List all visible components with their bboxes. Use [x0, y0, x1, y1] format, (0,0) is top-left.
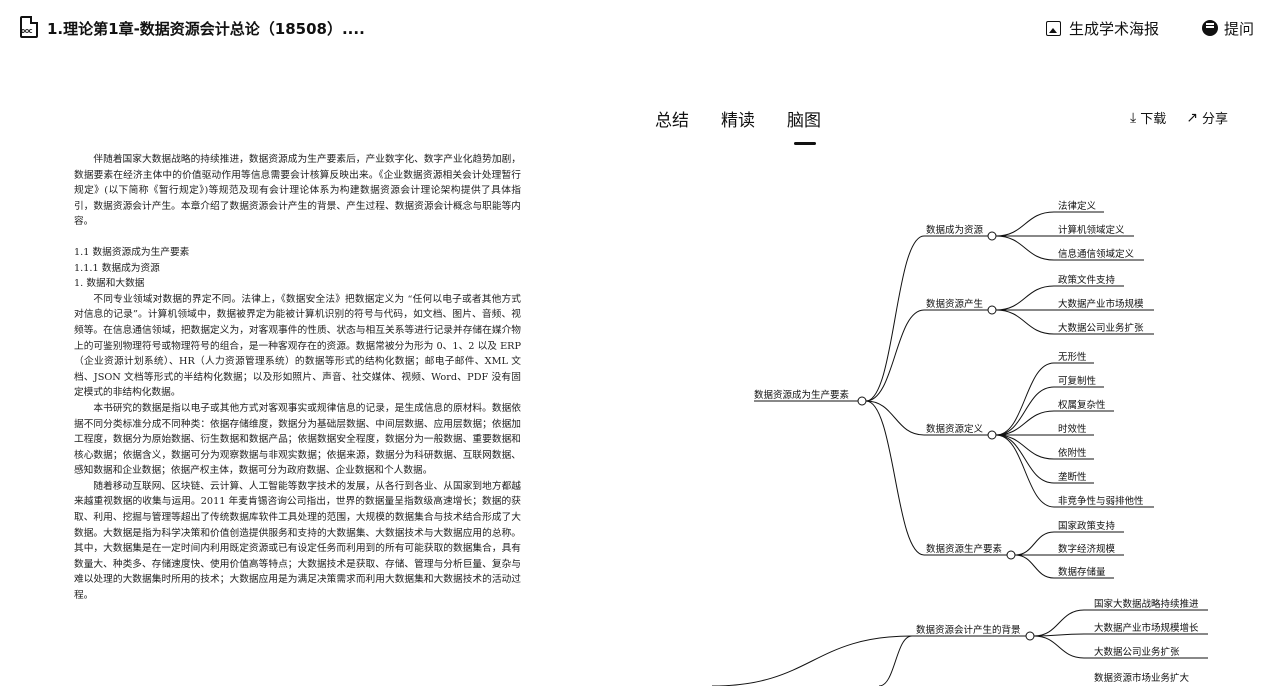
mindmap-connector	[865, 400, 925, 436]
mindmap-root-node[interactable]: 数据资源成为生产要素	[754, 390, 850, 401]
share-icon: ↗	[1186, 109, 1198, 126]
mindmap-leaf-node[interactable]: 大数据产业市场规模	[1058, 299, 1144, 310]
mindmap-connector	[865, 309, 925, 402]
mindmap-connector	[995, 386, 1055, 436]
doc-icon-label: DOC	[21, 29, 33, 35]
chat-bubble-icon	[1202, 20, 1218, 36]
mindmap-leaf-node[interactable]: 垄断性	[1058, 472, 1087, 483]
mindmap-leaf-node[interactable]: 可复制性	[1058, 376, 1097, 387]
share-label: 分享	[1201, 112, 1228, 127]
mindmap-leaf-node[interactable]: 法律定义	[1058, 201, 1097, 212]
mindmap-connector	[1033, 635, 1085, 659]
mindmap-leaf-node[interactable]: 依附性	[1058, 448, 1087, 459]
mindmap-connector	[1033, 609, 1085, 637]
mindmap-connectors	[711, 211, 1208, 686]
body-paragraph: 不同专业领域对数据的界定不同。法律上，《数据安全法》把数据定义为 “任何以电子或…	[74, 293, 521, 399]
generate-poster-button[interactable]: 生成学术海报	[1046, 16, 1159, 40]
mindmap-branch-node[interactable]: 数据资源产生	[926, 299, 984, 310]
mindmap-leaf-node[interactable]: 数据资源市场业务扩大	[1094, 673, 1190, 684]
mindmap-connector	[995, 434, 1055, 460]
mindmap-leaf-node[interactable]: 政策文件支持	[1058, 275, 1116, 286]
document-title: 1.理论第1章-数据资源会计总论（18508）....	[47, 20, 365, 38]
image-icon	[1046, 20, 1061, 36]
mindmap-branch-node[interactable]: 数据资源定义	[926, 424, 984, 435]
tab-close-reading[interactable]: 精读	[721, 111, 755, 131]
document-page: 伴随着国家大数据战略的持续推进，数据资源成为生产要素后，产业数字化、数字产业化趋…	[74, 152, 521, 604]
mindmap-node-dot	[1006, 550, 1016, 560]
mindmap-leaf-node[interactable]: 无形性	[1058, 352, 1087, 363]
body-paragraph: 随着移动互联网、区块链、云计算、人工智能等数字技术的发展，从各行到各业、从国家到…	[74, 480, 521, 602]
doc-file-icon: DOC	[20, 16, 38, 38]
mindmap-node-dot	[1025, 631, 1035, 641]
mindmap-connector	[995, 309, 1055, 335]
subsection-heading: 1.1.1 数据成为资源	[74, 262, 160, 274]
generate-poster-label: 生成学术海报	[1069, 19, 1160, 38]
mindmap-node-dot	[987, 305, 997, 315]
tab-summary[interactable]: 总结	[655, 111, 689, 131]
mindmap-connector	[711, 635, 913, 686]
mindmap-node-dot	[857, 396, 867, 406]
ask-button[interactable]: 提问	[1202, 16, 1254, 40]
view-tabs: 总结 精读 脑图	[655, 106, 821, 145]
mindmap-leaf-node[interactable]: 权属复杂性	[1058, 400, 1106, 411]
section-heading: 1.1 数据资源成为生产要素	[74, 246, 190, 258]
mindmap-actions: ⤓ 下载 ↗ 分享	[1130, 108, 1228, 128]
download-icon: ⤓	[1130, 109, 1137, 126]
mindmap-leaf-node[interactable]: 国家大数据战略持续推进	[1094, 599, 1199, 610]
tab-mindmap[interactable]: 脑图	[787, 106, 821, 145]
mindmap-connector	[1014, 531, 1055, 556]
share-button[interactable]: ↗ 分享	[1186, 108, 1228, 128]
mindmap-leaf-node[interactable]: 时效性	[1058, 424, 1087, 435]
mindmap-connector	[878, 635, 913, 686]
mindmap-branch-node[interactable]: 数据成为资源	[926, 225, 984, 236]
mindmap-connector	[995, 410, 1055, 436]
ask-label: 提问	[1224, 19, 1255, 38]
mindmap-leaf-node[interactable]: 信息通信领域定义	[1058, 249, 1135, 260]
mindmap-leaf-node[interactable]: 计算机领域定义	[1058, 225, 1125, 236]
mindmap-connector	[995, 434, 1055, 484]
mindmap-node-dot	[987, 231, 997, 241]
mindmap-connector	[995, 235, 1055, 261]
intro-paragraph: 伴随着国家大数据战略的持续推进，数据资源成为生产要素后，产业数字化、数字产业化趋…	[74, 154, 521, 228]
mindmap-branch-node[interactable]: 数据资源生产要素	[926, 544, 1003, 555]
mindmap-connector	[865, 235, 925, 402]
top-bar: DOC 1.理论第1章-数据资源会计总论（18508）.... 生成学术海报 提…	[0, 0, 1280, 56]
mindmap-leaf-node[interactable]: 数据存储量	[1058, 567, 1106, 578]
download-button[interactable]: ⤓ 下载	[1130, 108, 1167, 128]
body-paragraph: 本书研究的数据是指以电子或其他方式对客观事实或规律信息的记录，是生成信息的原材料…	[74, 402, 521, 477]
mindmap-connector	[995, 285, 1055, 311]
download-label: 下载	[1140, 112, 1167, 127]
mindmap-connector	[995, 362, 1055, 436]
mindmap-leaf-node[interactable]: 非竞争性与弱排他性	[1058, 496, 1144, 507]
mindmap-connector	[995, 434, 1055, 508]
item-heading: 1. 数据和大数据	[74, 278, 145, 290]
mindmap-node-dot	[987, 430, 997, 440]
mindmap-connector	[865, 400, 925, 556]
mindmap-leaf-node[interactable]: 大数据公司业务扩张	[1094, 647, 1180, 658]
mindmap-leaf-node[interactable]: 大数据产业市场规模增长	[1094, 623, 1199, 634]
mindmap-leaf-node[interactable]: 数字经济规模	[1058, 544, 1116, 555]
mindmap-connector	[1014, 554, 1055, 579]
mindmap-leaf-node[interactable]: 大数据公司业务扩张	[1058, 323, 1144, 334]
mindmap-canvas[interactable]: 数据资源成为生产要素 数据成为资源 法律定义计算机领域定义信息通信领域定义数据资源产…	[640, 150, 1280, 686]
mindmap-connector	[995, 211, 1055, 237]
mindmap-branch-node[interactable]: 数据资源会计产生的背景	[916, 625, 1021, 636]
mindmap-leaf-node[interactable]: 国家政策支持	[1058, 521, 1116, 532]
